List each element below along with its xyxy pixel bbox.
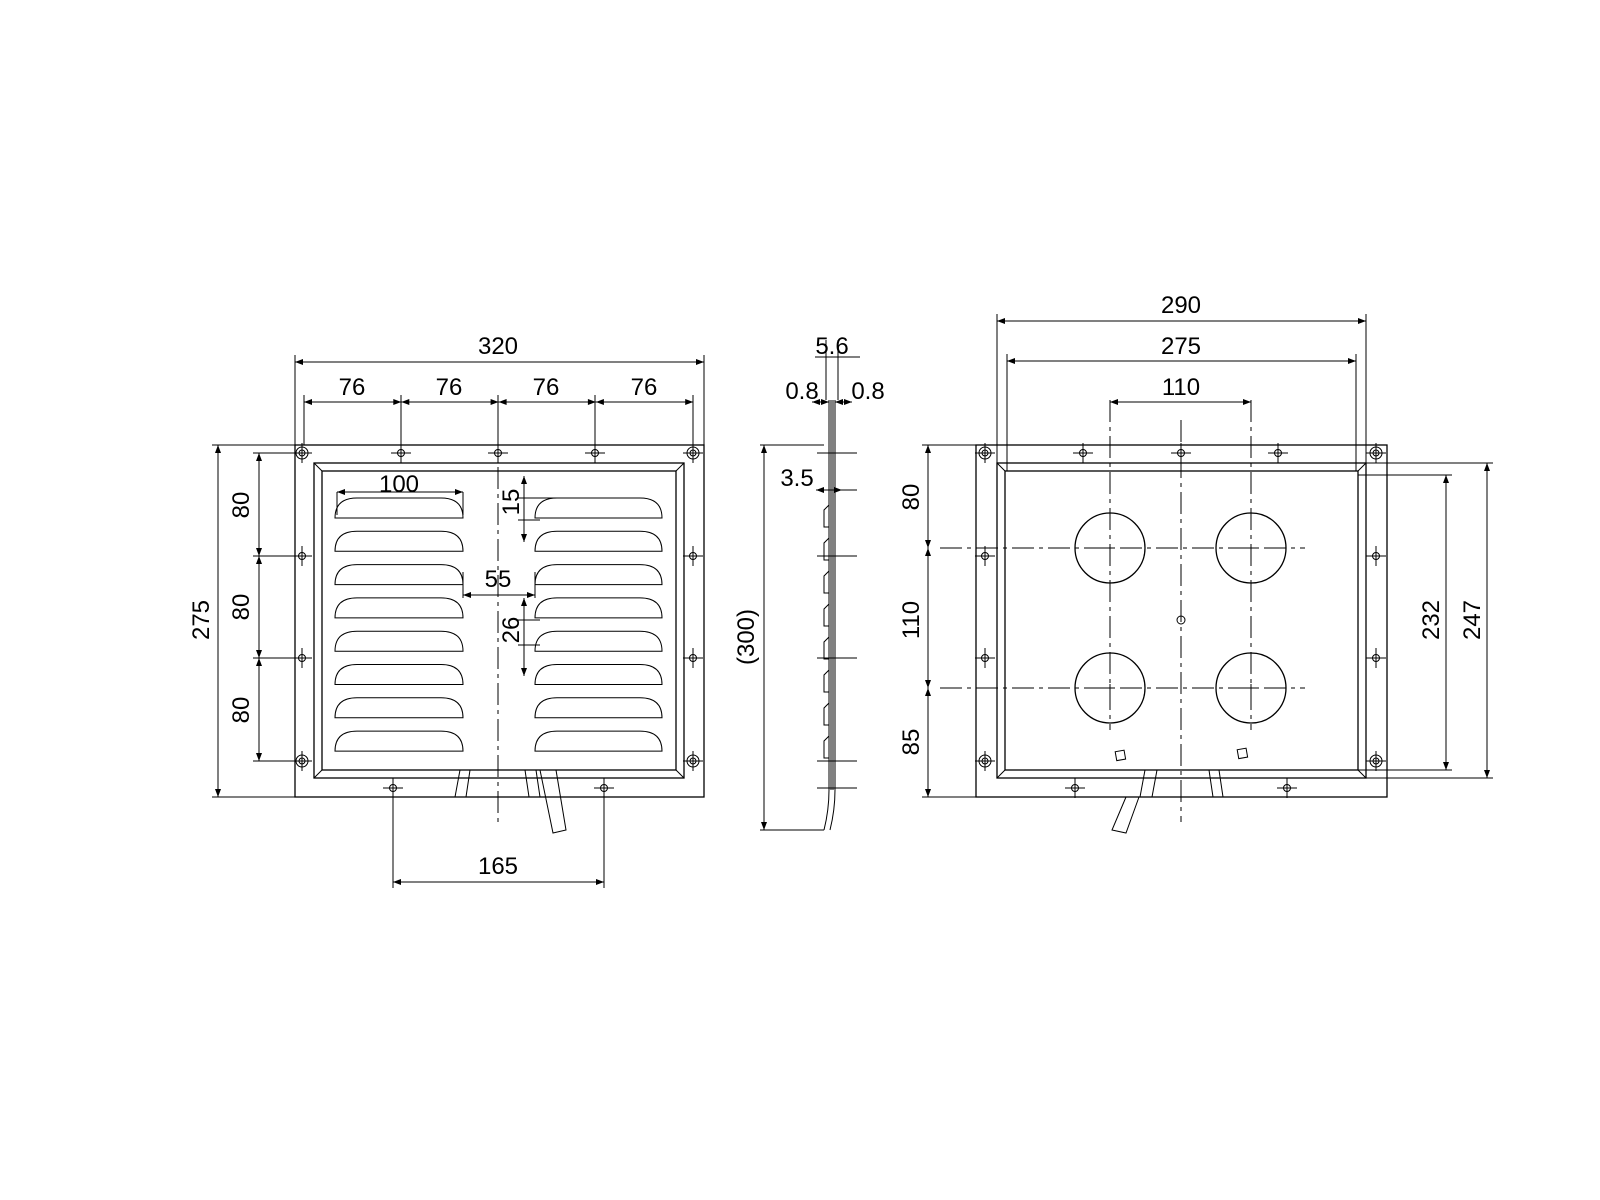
front-inner-frame xyxy=(313,462,685,779)
dim-bottom-pitch: 165 xyxy=(478,853,518,880)
frame-corner xyxy=(996,462,1006,472)
louver-slot xyxy=(534,564,663,586)
front-outer-frame xyxy=(294,444,705,798)
dim-front-vpitch-3: 80 xyxy=(228,697,255,724)
louver-slot xyxy=(534,597,663,619)
dim-front-pitch-2: 76 xyxy=(436,374,463,401)
side-louver xyxy=(823,603,830,627)
dim-front-pitch-4: 76 xyxy=(631,374,658,401)
dim-line-15-arrows xyxy=(521,476,527,542)
louver-slot xyxy=(534,630,663,652)
front-grille-panel xyxy=(321,470,677,771)
louver-slot xyxy=(334,730,464,752)
dim-length-ref: (300) xyxy=(733,609,760,665)
dim-louver-depth: 3.5 xyxy=(780,465,813,492)
frame-corner xyxy=(1357,769,1367,779)
dim-louver-pitch: 26 xyxy=(498,617,525,644)
frame-corner xyxy=(675,769,685,779)
louver-slot xyxy=(534,730,663,752)
dim-sheet-right: 0.8 xyxy=(851,378,884,405)
dim-louver-offset: 15 xyxy=(498,489,525,516)
frame-corner xyxy=(675,462,685,472)
frame-corner xyxy=(996,769,1006,779)
dim-sheet-left: 0.8 xyxy=(785,378,818,405)
dim-thickness: 5.6 xyxy=(815,333,848,360)
louver-slot xyxy=(334,664,464,685)
side-louver xyxy=(823,504,830,528)
louver-slot xyxy=(334,530,464,552)
center-mark xyxy=(1176,615,1186,625)
dim-rear-height-outer: 247 xyxy=(1459,600,1486,640)
louver-slot xyxy=(334,697,464,719)
rear-cable-exit xyxy=(1111,769,1224,834)
frame-corner xyxy=(313,769,323,779)
louver-slot xyxy=(534,530,663,552)
dim-line-0.8-arrows xyxy=(812,399,829,405)
fan-opening xyxy=(1215,652,1287,724)
dim-line-3.5-arrows xyxy=(816,487,842,493)
fan-opening xyxy=(1074,512,1146,584)
side-profile xyxy=(823,400,836,831)
dim-rear-v-bottom: 85 xyxy=(898,729,925,756)
dim-front-vpitch-1: 80 xyxy=(228,492,255,519)
dim-front-pitch-3: 76 xyxy=(533,374,560,401)
louver-slot xyxy=(334,630,464,652)
dim-rear-width-outer: 290 xyxy=(1161,292,1201,319)
side-louver xyxy=(823,702,830,726)
louver-slot xyxy=(334,564,464,586)
dim-louver-gap: 55 xyxy=(485,566,512,593)
dim-rear-height-inner: 232 xyxy=(1418,600,1445,640)
dim-rear-v-top: 80 xyxy=(898,484,925,511)
louver-slot xyxy=(534,497,663,519)
fan-opening xyxy=(1074,652,1146,724)
side-louver xyxy=(823,669,830,693)
fan-opening xyxy=(1215,512,1287,584)
cable-exit xyxy=(454,769,567,834)
dim-front-vpitch-2: 80 xyxy=(228,594,255,621)
side-louver xyxy=(823,636,830,660)
dim-rear-v-mid: 110 xyxy=(898,601,925,639)
dim-fan-pitch: 110 xyxy=(1162,374,1200,401)
side-louver xyxy=(823,537,830,561)
louver-slot xyxy=(534,664,663,685)
louver-slot xyxy=(334,497,464,519)
side-louver xyxy=(823,735,830,759)
rivet-square xyxy=(1114,749,1127,762)
frame-corner xyxy=(1357,462,1367,472)
frame-corner xyxy=(313,462,323,472)
louver-slot xyxy=(334,597,464,619)
side-louver xyxy=(823,570,830,594)
dim-line-0.8-arrows xyxy=(835,399,852,405)
dim-front-height: 275 xyxy=(188,600,215,640)
dim-rear-width-inner: 275 xyxy=(1161,333,1201,360)
dim-line-26-arrows xyxy=(521,598,527,676)
dim-front-pitch-1: 76 xyxy=(339,374,366,401)
louver-slot xyxy=(534,697,663,719)
rivet-square xyxy=(1236,747,1249,760)
dim-louver-length: 100 xyxy=(379,471,419,498)
dim-front-width: 320 xyxy=(478,333,518,360)
dim-line-55-arrows xyxy=(463,592,535,598)
